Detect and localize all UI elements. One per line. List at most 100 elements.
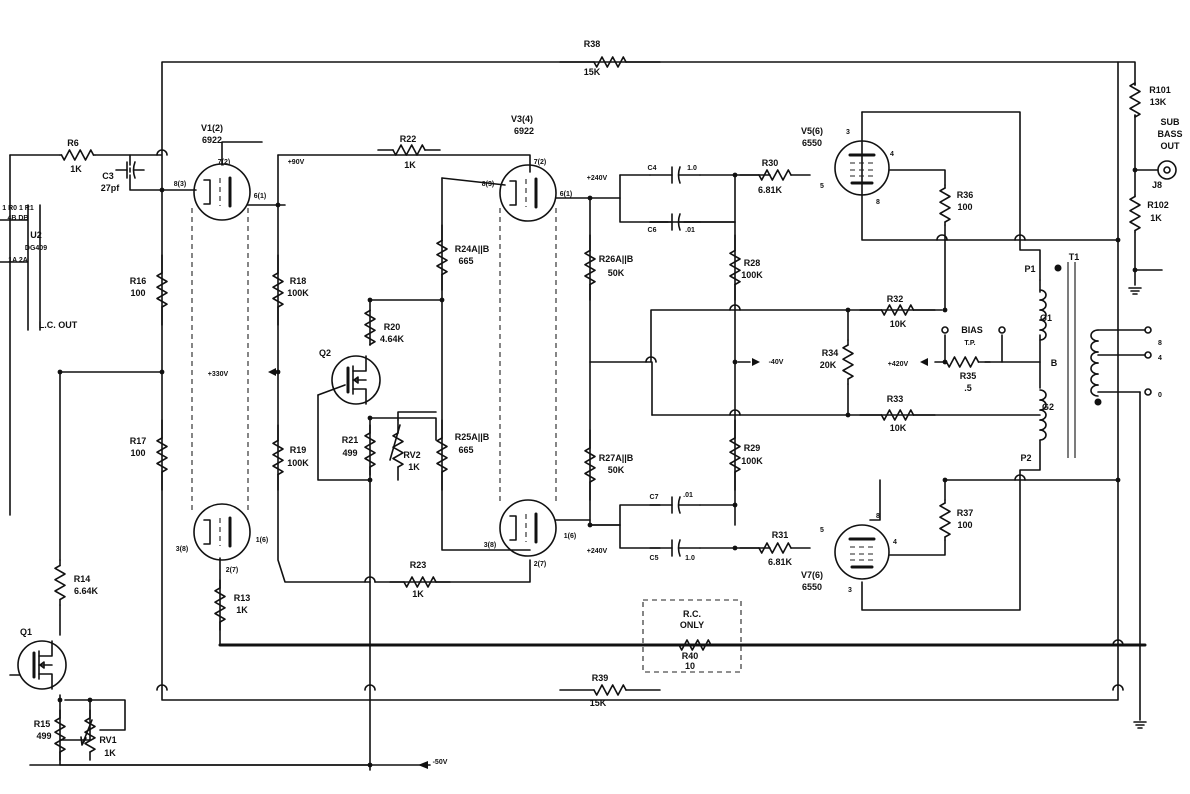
wire-crossover <box>156 149 168 156</box>
label-v7: V7(6) <box>801 570 823 580</box>
label-tG2: G2 <box>1042 402 1054 412</box>
wire <box>619 524 771 549</box>
wire-crossover <box>936 234 948 241</box>
arrow-minus-50v <box>418 761 428 769</box>
label-v5t: 6550 <box>802 138 822 148</box>
label-rv1: RV1 <box>99 735 116 745</box>
label-r36v: 100 <box>957 202 972 212</box>
label-r18v: 100K <box>287 288 309 298</box>
label-j8: J8 <box>1152 180 1162 190</box>
label-r32: R32 <box>887 294 904 304</box>
resistor-r35 <box>945 356 980 368</box>
junction-dot <box>57 369 63 375</box>
wire-crossover <box>156 684 168 691</box>
wire <box>219 557 1146 646</box>
wire <box>277 154 371 583</box>
label-c5v: 1.0 <box>685 555 695 562</box>
label-c6: C6 <box>648 227 657 234</box>
wire-crossover <box>729 304 741 311</box>
label-r14v: 6.64K <box>74 586 99 596</box>
label-p5a: 5 <box>820 183 824 190</box>
wire-crossover <box>364 684 376 691</box>
resistor-r23 <box>403 576 437 588</box>
label-v2p27: 2(7) <box>226 567 238 574</box>
label-r30: R30 <box>762 158 779 168</box>
capacitor-c3-plate-b <box>132 161 136 179</box>
label-r24v: 665 <box>458 256 473 266</box>
label-p3b: 3 <box>848 587 852 594</box>
label-r101: R101 <box>1149 85 1171 95</box>
label-c7v: .01 <box>683 492 693 499</box>
ground-symbol <box>1133 721 1147 729</box>
label-r31: R31 <box>772 530 789 540</box>
junction-dot <box>367 415 373 421</box>
tube-v4-cathode <box>509 515 517 541</box>
resistor-r27 <box>584 447 596 483</box>
wire-crossover <box>1112 684 1124 691</box>
wire <box>441 177 506 186</box>
transformer-t1-secondary <box>1090 351 1099 364</box>
tube-v3-cathode <box>509 180 517 206</box>
resistor-r36 <box>939 187 951 223</box>
label-v3: V3(4) <box>511 114 533 124</box>
resistor-r21 <box>364 432 376 468</box>
label-r17: R17 <box>130 436 147 446</box>
wire <box>1134 231 1163 271</box>
label-r23v: 1K <box>412 589 424 599</box>
wire-crossover <box>645 356 657 363</box>
junction-dot <box>159 369 165 375</box>
resistor-r31 <box>758 542 792 554</box>
resistor-r17 <box>156 437 168 473</box>
rv1-arrow <box>80 719 93 746</box>
resistor-r38 <box>593 56 627 68</box>
wire <box>441 177 531 551</box>
label-p420: +420V <box>888 361 909 368</box>
transformer-t1-primary-top <box>1039 329 1047 341</box>
resistor-r24 <box>436 239 448 276</box>
label-r33v: 10K <box>890 423 907 433</box>
label-r25: R25A||B <box>455 432 490 442</box>
resistor-r26 <box>584 249 596 286</box>
transistor-q2 <box>331 355 381 405</box>
tube-v1 <box>193 163 251 221</box>
junction-dot <box>57 697 63 703</box>
junction-dot <box>732 545 738 551</box>
wire-crossover <box>364 576 376 583</box>
label-r13: R13 <box>234 593 251 603</box>
rv2-wiper <box>397 411 437 421</box>
potentiometer-rv1 <box>84 717 96 753</box>
resistor-r33 <box>880 409 915 421</box>
label-r102: R102 <box>1147 200 1169 210</box>
label-p330: +330V <box>208 371 229 378</box>
resistor-r37 <box>939 502 951 538</box>
resistor-r25 <box>436 437 448 473</box>
transformer-t1-primary-bottom <box>1039 389 1047 401</box>
label-u2: U2 <box>30 230 42 240</box>
wire <box>317 394 371 481</box>
terminal <box>1144 351 1152 359</box>
resistor-r40 <box>678 639 712 651</box>
label-p5b: 5 <box>820 527 824 534</box>
label-r23: R23 <box>410 560 427 570</box>
resistor-r28 <box>729 249 741 286</box>
label-v1: V1(2) <box>201 123 223 133</box>
label-r19: R19 <box>290 445 307 455</box>
capacitor-c4-plate-b <box>677 166 681 184</box>
wire <box>129 154 163 191</box>
label-v1p83: 8(3) <box>174 181 186 188</box>
label-sub1: SUB <box>1160 117 1180 127</box>
transformer-t1-primary-bottom <box>1039 419 1047 431</box>
label-tT1: T1 <box>1069 252 1080 262</box>
label-v1t: 6922 <box>202 135 222 145</box>
label-r30v: 6.81K <box>758 185 783 195</box>
label-o4: 4 <box>1158 355 1162 362</box>
wire <box>161 61 1119 701</box>
wire <box>277 154 531 173</box>
label-rv1v: 1K <box>104 748 116 758</box>
label-c5: C5 <box>650 555 659 562</box>
label-tP1: P1 <box>1024 264 1035 274</box>
label-u2b: 4B DB <box>7 215 28 222</box>
wire <box>374 559 531 583</box>
label-r29: R29 <box>744 443 761 453</box>
